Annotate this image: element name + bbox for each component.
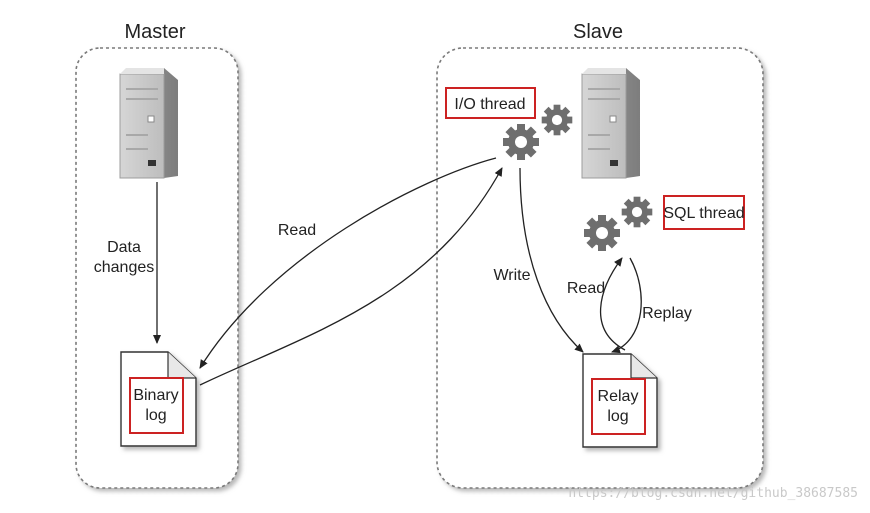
read-request-arrow (199, 157, 497, 369)
binary-log-document: Binary log (120, 351, 197, 447)
relay-log-highlight (591, 378, 646, 435)
sql-thread-gear-icon (584, 215, 620, 251)
replay-label: Replay (642, 305, 692, 322)
relay-log-document: Relay log (582, 353, 658, 448)
write-arrow (519, 167, 584, 353)
relay-log-label-line1: Relay (598, 388, 639, 405)
master-server-icon (119, 67, 179, 179)
write-label: Write (493, 267, 530, 284)
data-changes-label-line2: changes (94, 259, 155, 276)
watermark: https://blog.csdn.net/github_38687585 (568, 486, 858, 501)
sql-thread-highlight (663, 195, 745, 230)
binary-log-highlight (129, 377, 184, 434)
slave-title: Slave (573, 21, 623, 43)
data-changes-label-line1: Data (107, 239, 141, 256)
io-thread-gear-small-icon (541, 104, 573, 136)
sql-thread-gear-small-icon (621, 196, 653, 228)
binary-log-label-line1: Binary (133, 387, 178, 404)
replay-arrow (611, 257, 642, 354)
relay-read-arrow (599, 257, 626, 351)
read-label-left: Read (278, 222, 316, 239)
sql-thread-label: SQL thread (663, 205, 744, 222)
binlog-transfer-arrow (199, 167, 503, 386)
io-thread-highlight (445, 87, 536, 119)
relay-log-label-line2: log (607, 408, 628, 425)
read-label-right: Read (567, 280, 605, 297)
io-thread-gear-icon (503, 124, 539, 160)
slave-server-icon (581, 67, 641, 179)
master-title: Master (124, 21, 185, 43)
binary-log-label-line2: log (145, 407, 166, 424)
io-thread-label: I/O thread (454, 96, 525, 113)
